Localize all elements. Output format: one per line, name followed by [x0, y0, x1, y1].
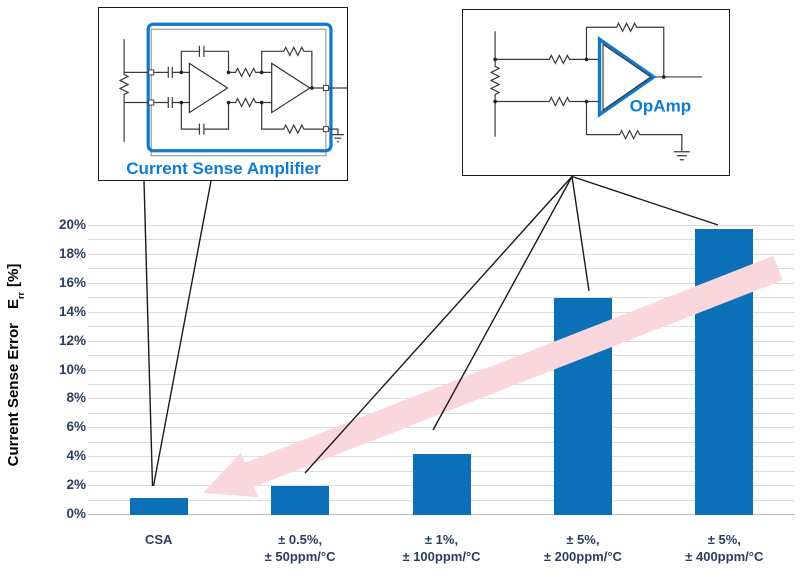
bar-5: [695, 228, 754, 515]
feedback-resistor: [585, 21, 665, 77]
gain-resistor-bottom: [228, 97, 272, 108]
y-tick-label: 0%: [66, 506, 86, 521]
ground-symbol: [331, 134, 344, 143]
opamp-triangle: [602, 43, 652, 112]
gain-resistor-top: [228, 67, 272, 78]
bar-2: [271, 486, 330, 515]
y-axis-unit: [%]: [5, 263, 22, 287]
bar-3: [412, 454, 471, 515]
csa-label: Current Sense Amplifier: [126, 159, 321, 178]
y-tick-label: 2%: [66, 477, 86, 493]
opamp-circuit-diagram: OpAmp: [489, 21, 702, 161]
plot-area: [88, 225, 795, 515]
csa-amp1-triangle: [188, 62, 229, 114]
x-category-label: ± 5%, ± 400ppm/°C: [685, 532, 764, 564]
y-tick-label: 6%: [66, 419, 86, 435]
gridline: [88, 311, 795, 313]
shunt-resistor: [489, 31, 501, 137]
gridline: [88, 282, 795, 284]
csa-ic-outline: [150, 28, 327, 157]
y-tick-label: 14%: [58, 303, 86, 319]
shunt-resistor: [118, 39, 130, 142]
y-tick-label: 20%: [58, 217, 86, 232]
gridline: [88, 340, 795, 342]
opamp-triangle-highlight: [597, 36, 657, 118]
gridline: [88, 355, 795, 357]
opamp-label: OpAmp: [630, 97, 692, 116]
y-tick-label: 12%: [58, 332, 86, 348]
bar-4: [553, 298, 612, 515]
opamp-diagram-box: OpAmp: [462, 9, 730, 176]
opamp-junctions: [493, 57, 666, 104]
y-axis-symbol: E: [5, 298, 22, 309]
x-category-label: ± 5%, ± 200ppm/°C: [543, 532, 622, 564]
csa-pads: [148, 69, 329, 133]
gridline: [88, 225, 795, 226]
x-category-label: ± 0.5%, ± 50ppm/°C: [264, 532, 336, 564]
x-category-label: CSA: [144, 532, 173, 547]
ground-resistor: [585, 101, 683, 152]
gridline: [88, 253, 795, 255]
y-tick-label: 10%: [58, 361, 86, 377]
y-axis-title-main: Current Sense Error: [5, 322, 22, 467]
csa-amp2-triangle: [271, 62, 311, 114]
gridline: [88, 297, 795, 299]
gridline: [88, 369, 795, 371]
x-category-label: ± 1%, ± 100ppm/°C: [402, 532, 481, 564]
gridline: [88, 441, 795, 443]
callout-line-opamp-4: [571, 175, 719, 226]
gridline: [88, 326, 795, 328]
y-tick-label: 18%: [58, 245, 86, 261]
csa-diagram-box: Current Sense Amplifier: [98, 7, 348, 181]
bar-1: [129, 497, 188, 515]
gridline: [88, 268, 795, 270]
y-tick-label: 8%: [66, 390, 86, 406]
y-axis-title: Current Sense Error Err [%]: [5, 215, 27, 515]
csa-wires: [118, 39, 347, 143]
gridline: [88, 412, 795, 414]
gridline: [88, 427, 795, 429]
opamp-wires: [489, 21, 702, 161]
gridline: [88, 383, 795, 385]
csa-circuit-diagram: Current Sense Amplifier: [118, 22, 347, 178]
gridline: [88, 239, 795, 241]
input-resistor-bottom: [495, 96, 600, 107]
ground-symbol: [673, 151, 690, 161]
input-resistor-top: [495, 54, 600, 65]
csa-junctions: [179, 70, 314, 105]
y-tick-label: 4%: [66, 448, 86, 464]
y-axis-symbol-subscript: rr: [16, 291, 26, 299]
y-tick-label: 16%: [58, 274, 86, 290]
gridline: [88, 398, 795, 400]
